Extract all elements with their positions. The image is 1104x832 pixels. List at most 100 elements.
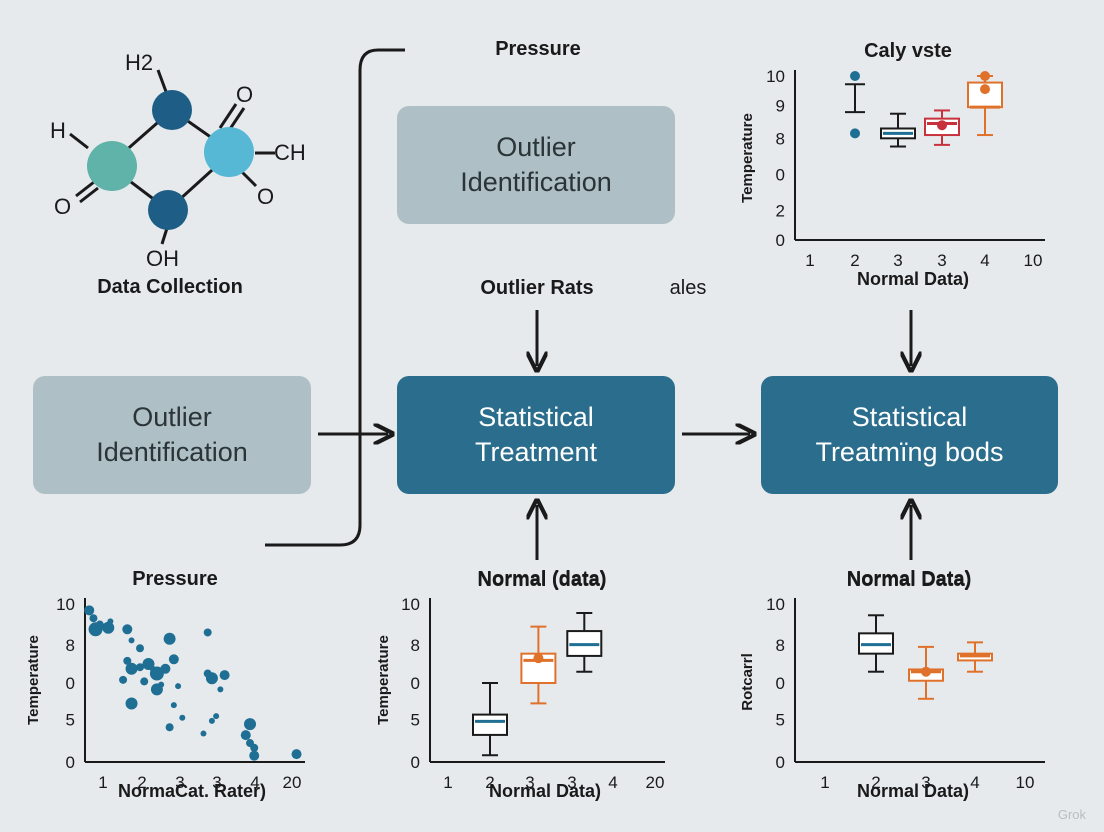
scatter-point [149, 666, 164, 681]
x-axis-title: Normal Data) [857, 781, 969, 801]
scatter-point [213, 713, 220, 720]
box-point [533, 653, 544, 664]
y-axis-title: Temperature [739, 113, 756, 203]
y-tick-label: 10 [766, 595, 785, 614]
normal-data-right-label: Normal Data) [846, 569, 972, 591]
chart-title: Normal Data) [847, 568, 971, 590]
scatter-point [249, 750, 260, 761]
box-line: Treatmïng bods [815, 437, 1004, 467]
scatter-point [208, 717, 215, 724]
scatter-point [140, 677, 149, 686]
pressure-top-label: Pressure [495, 38, 581, 60]
box-point [980, 71, 990, 81]
scatter-point [179, 714, 186, 721]
scatter-point [119, 675, 128, 684]
statistical-treatment-box[interactable]: Statistical Treatment [397, 376, 675, 494]
x-tick-label: 20 [646, 773, 665, 792]
box-point [980, 84, 990, 95]
y-tick-label: 0 [776, 165, 785, 184]
box-line: Identification [460, 167, 612, 197]
x-tick-label: 4 [970, 773, 979, 792]
x-tick-label: 10 [1016, 773, 1035, 792]
x-tick-label: 2 [137, 773, 146, 792]
box-line: Treatment [474, 437, 598, 467]
chart-title: Caly vste [864, 40, 952, 62]
y-tick-label: 10 [401, 595, 420, 614]
y-tick-label: 0 [411, 753, 420, 772]
scatter-point [125, 697, 138, 710]
scatter-point [163, 632, 176, 645]
chart-title: Normal (data) [478, 568, 607, 590]
x-tick-label: 10 [1024, 251, 1043, 270]
atom-node [152, 90, 192, 130]
x-tick-label: 2 [485, 773, 494, 792]
atom-label-oh: OH [146, 246, 179, 271]
scatter-point [89, 614, 98, 623]
x-tick-label: 3 [921, 773, 930, 792]
y-tick-label: 8 [776, 636, 785, 655]
box-line: Statistical [478, 401, 594, 432]
outlier-rats-label: Outlier Rats [480, 277, 594, 299]
y-tick-label: 8 [776, 129, 785, 148]
atom-label-ch: CH [274, 140, 306, 165]
y-tick-label: 2 [776, 201, 785, 220]
box-point [937, 120, 947, 131]
x-tick-label: 1 [98, 773, 107, 792]
x-tick-label: 1 [805, 251, 814, 270]
outlier-identification-box-left[interactable]: Outlier Identification [33, 376, 311, 494]
x-tick-label: 2 [871, 773, 880, 792]
y-tick-label: 5 [66, 710, 75, 729]
scatter-point [205, 672, 218, 685]
scatter-point [160, 663, 171, 674]
y-tick-label: 8 [411, 636, 420, 655]
scatter-point [84, 605, 95, 616]
x-axis-title: Normal Data) [489, 781, 601, 801]
box-point [850, 128, 860, 139]
scatter-point [200, 730, 207, 737]
y-tick-label: 10 [56, 595, 75, 614]
box-point [921, 666, 931, 677]
x-tick-label: 3 [567, 773, 576, 792]
scatter-point [168, 654, 179, 665]
scatter-point [217, 686, 224, 693]
y-tick-label: 8 [66, 636, 75, 655]
y-tick-label: 10 [766, 67, 785, 86]
y-tick-label: 5 [411, 710, 420, 729]
atom-label-o-left: O [54, 194, 71, 219]
x-axis-title: NormaCat. Rater) [118, 781, 266, 801]
box-line: Statistical [851, 401, 968, 432]
y-tick-label: 0 [66, 753, 75, 772]
atom-label-o-top: O [236, 82, 253, 107]
box-line: Identification [96, 437, 248, 467]
scatter-point [107, 618, 114, 625]
box-body [472, 713, 508, 736]
atom-label-h: H [50, 118, 66, 143]
y-axis-title: Rotcarrl [739, 653, 756, 711]
bracket-connector [265, 48, 405, 547]
y-tick-label: 0 [776, 674, 785, 693]
x-tick-label: 3 [525, 773, 534, 792]
scatter-point [170, 702, 177, 709]
y-axis-title: Temperature [25, 635, 42, 725]
x-tick-label: 2 [850, 251, 859, 270]
scatter-point [95, 620, 104, 629]
x-tick-label: 4 [980, 251, 989, 270]
scatter-point [128, 637, 135, 644]
ales-label: ales [669, 277, 707, 299]
y-tick-label: 5 [776, 710, 785, 729]
x-tick-label: 4 [608, 773, 617, 792]
outlier-identification-box-top[interactable]: Outlier Identification [397, 106, 675, 224]
x-tick-label: 3 [175, 773, 184, 792]
scatter-point [291, 749, 302, 760]
scatter-point [158, 681, 165, 688]
y-tick-label: 9 [776, 97, 785, 116]
statistical-treatment-box-right[interactable]: Statistical Treatmïng bods [761, 376, 1058, 494]
atom-node [204, 127, 254, 177]
scatter-point [240, 730, 251, 741]
atom-label-o-right: O [257, 184, 274, 209]
